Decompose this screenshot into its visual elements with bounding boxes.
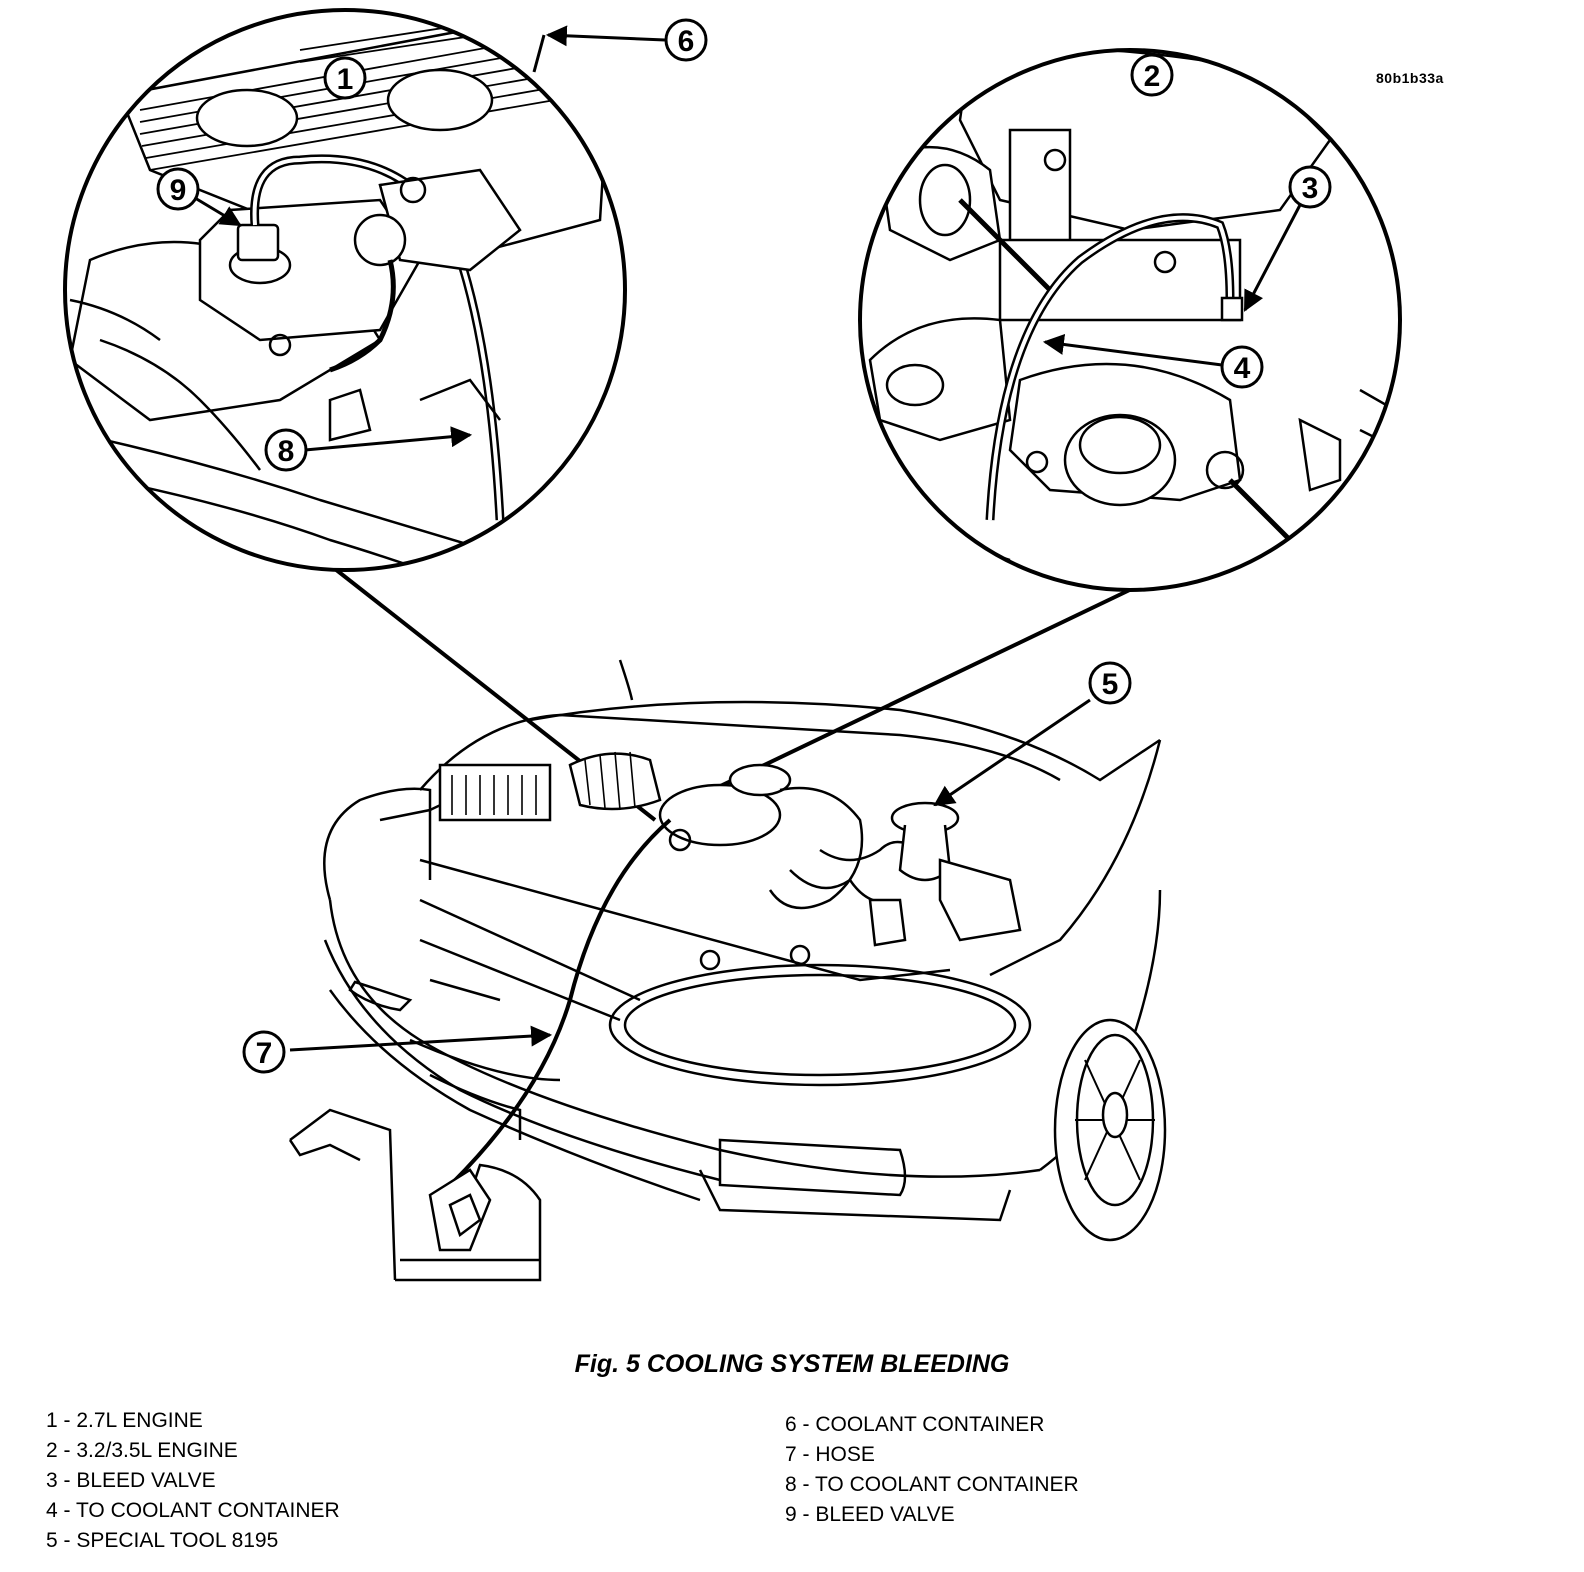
drawing-code: 80b1b33a — [1376, 70, 1444, 86]
legend-item: 2 - 3.2/3.5L ENGINE — [46, 1439, 238, 1462]
svg-text:5: 5 — [1102, 668, 1119, 701]
svg-text:4: 4 — [1234, 352, 1251, 385]
detail-2-7l-engine — [65, 10, 625, 570]
callout-3: 3 — [1288, 165, 1332, 209]
legend-item: 8 - TO COOLANT CONTAINER — [785, 1473, 1079, 1496]
svg-text:1: 1 — [337, 63, 354, 96]
legend-item: 5 - SPECIAL TOOL 8195 — [46, 1529, 279, 1552]
legend-item: 9 - BLEED VALVE — [785, 1503, 955, 1526]
legend-right: 6 - COOLANT CONTAINER 7 - HOSE 8 - TO CO… — [785, 1410, 1079, 1530]
svg-text:8: 8 — [278, 435, 295, 468]
leader-lines — [194, 25, 1302, 1052]
car-front-view — [288, 659, 1167, 1282]
legend-item: 7 - HOSE — [785, 1443, 875, 1466]
callout-1: 1 — [323, 56, 367, 100]
legend-left: 1 - 2.7L ENGINE 2 - 3.2/3.5L ENGINE 3 - … — [46, 1406, 340, 1556]
legend-item: 6 - COOLANT CONTAINER — [785, 1413, 1045, 1436]
svg-text:3: 3 — [1302, 172, 1319, 205]
figure-caption: Fig. 5 COOLING SYSTEM BLEEDING — [574, 1350, 1010, 1378]
callout-4: 4 — [1220, 345, 1264, 389]
detail-3-2-3-5l-engine — [860, 50, 1400, 590]
svg-text:7: 7 — [256, 1037, 273, 1070]
callout-8: 8 — [264, 428, 308, 472]
legend-item: 3 - BLEED VALVE — [46, 1469, 216, 1492]
legend-item: 1 - 2.7L ENGINE — [46, 1409, 203, 1432]
svg-text:6: 6 — [678, 25, 695, 58]
callout-5: 5 — [1088, 661, 1132, 705]
svg-text:2: 2 — [1144, 60, 1161, 93]
cooling-system-illustration: 1 2 3 4 5 6 7 8 9 — [63, 8, 1402, 1282]
svg-text:9: 9 — [170, 174, 187, 207]
callout-9: 9 — [156, 167, 200, 211]
legend-item: 4 - TO COOLANT CONTAINER — [46, 1499, 340, 1522]
callout-6: 6 — [664, 18, 708, 62]
callout-7: 7 — [242, 1030, 286, 1074]
callout-2: 2 — [1130, 53, 1174, 97]
